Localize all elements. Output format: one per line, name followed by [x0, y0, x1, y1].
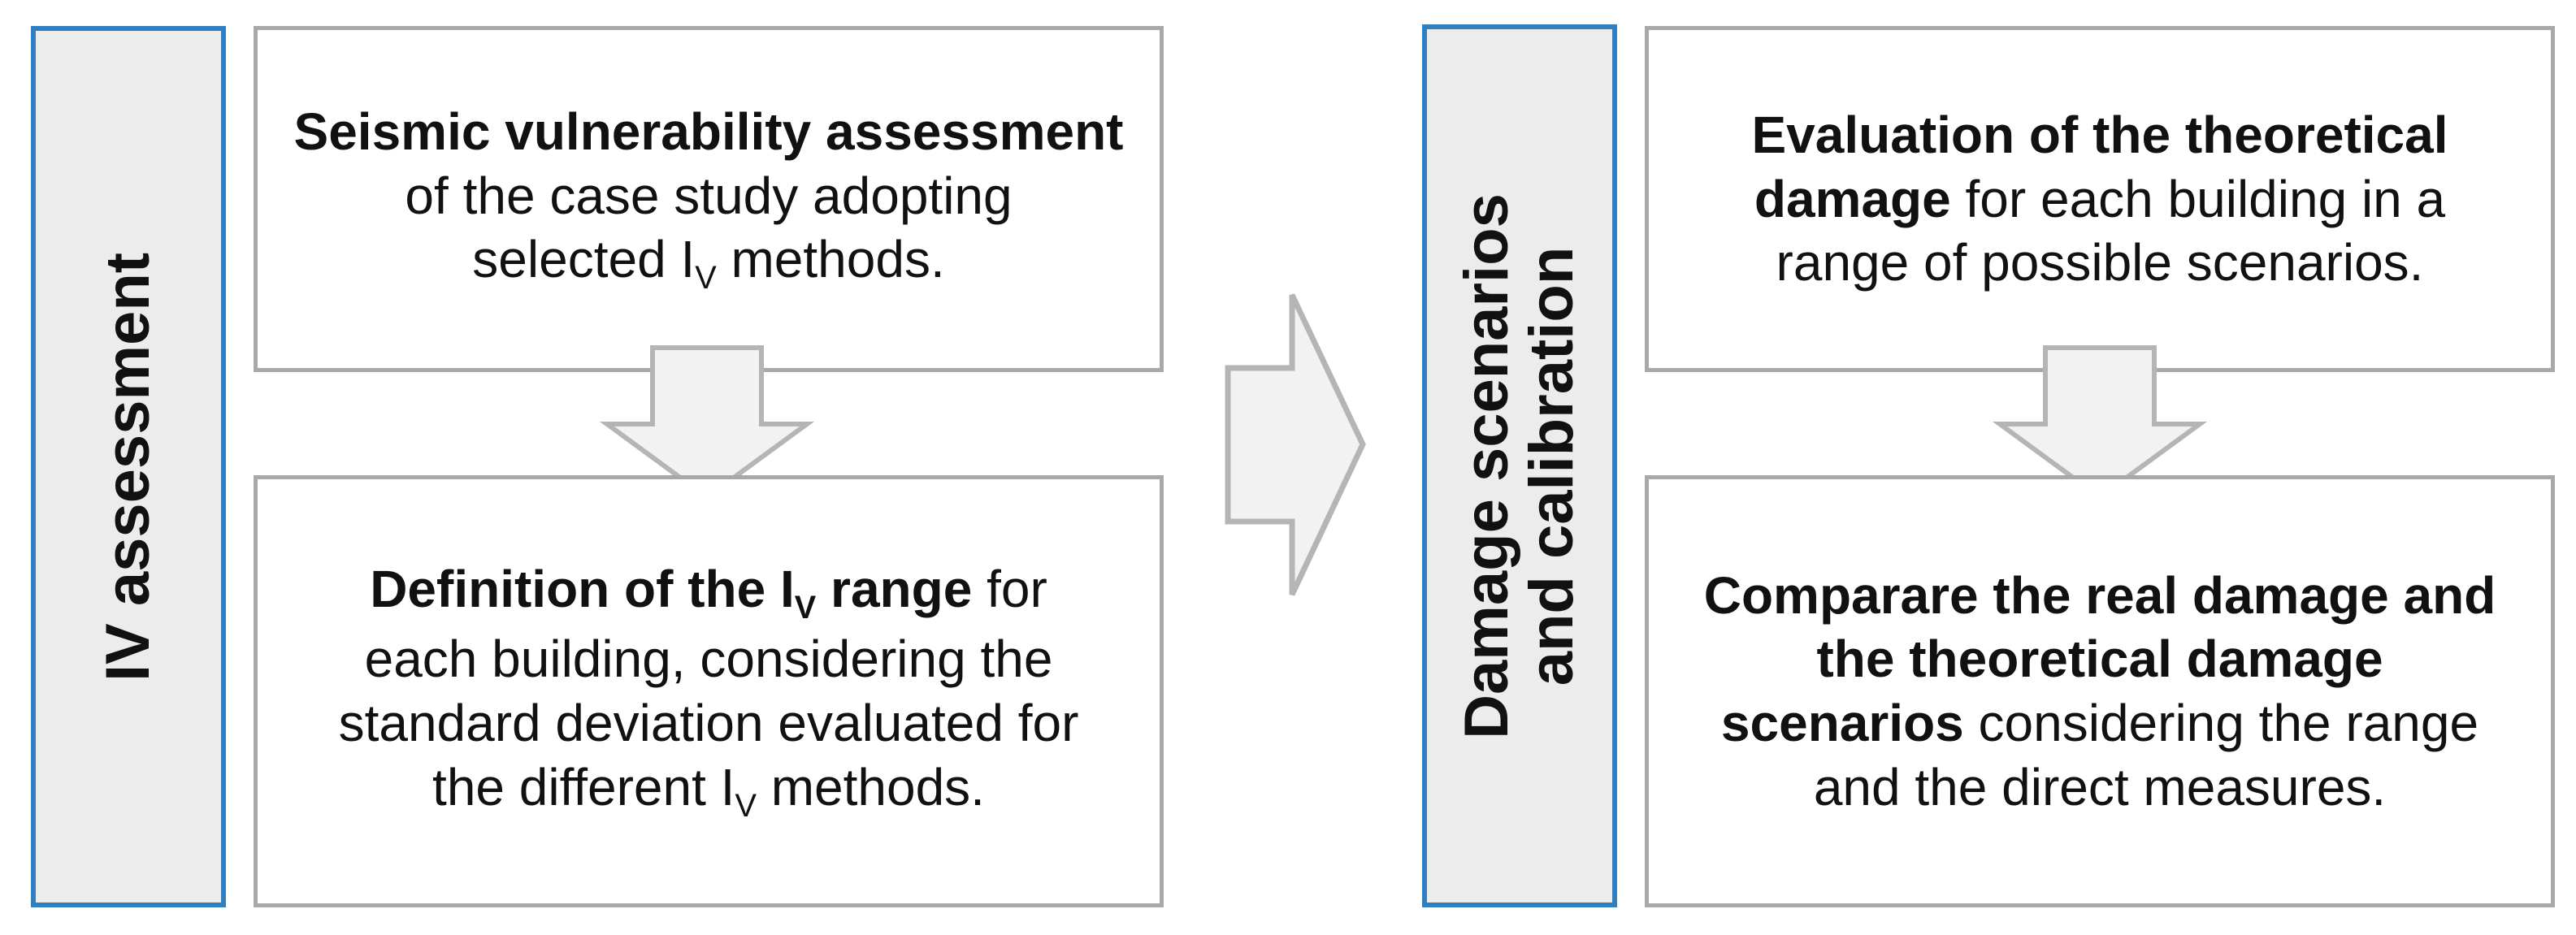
- iv-range-definition-heading: Definition of the IV range: [370, 559, 973, 625]
- damage-comparison-box: Comparare the real damage and the theore…: [1645, 475, 2555, 907]
- vulnerability-assessment-heading: Seismic vulnerability assessment: [293, 102, 1124, 161]
- vulnerability-assessment-text: Seismic vulnerability assessment of the …: [293, 102, 1124, 297]
- right-arrow-icon: [1225, 293, 1366, 596]
- theoretical-damage-box: Evaluation of the theoretical damage for…: [1645, 26, 2555, 372]
- vulnerability-assessment-box: Seismic vulnerability assessment of the …: [254, 26, 1164, 372]
- theoretical-damage-text: Evaluation of the theoretical damage for…: [1751, 105, 2448, 292]
- damage-scenarios-title: Damage scenarios and calibration: [1452, 193, 1586, 739]
- damage-comparison-text: Comparare the real damage and the theore…: [1703, 565, 2496, 816]
- iv-assessment-panel: IV assessment: [31, 26, 226, 907]
- damage-scenarios-panel: Damage scenarios and calibration: [1422, 24, 1617, 907]
- down-arrow-icon: [599, 345, 815, 500]
- iv-range-definition-box: Definition of the IV range for each buil…: [254, 475, 1164, 907]
- iv-range-definition-text: Definition of the IV range for each buil…: [338, 559, 1079, 824]
- iv-assessment-title: IV assessment: [93, 252, 163, 682]
- down-arrow-icon: [1992, 345, 2208, 500]
